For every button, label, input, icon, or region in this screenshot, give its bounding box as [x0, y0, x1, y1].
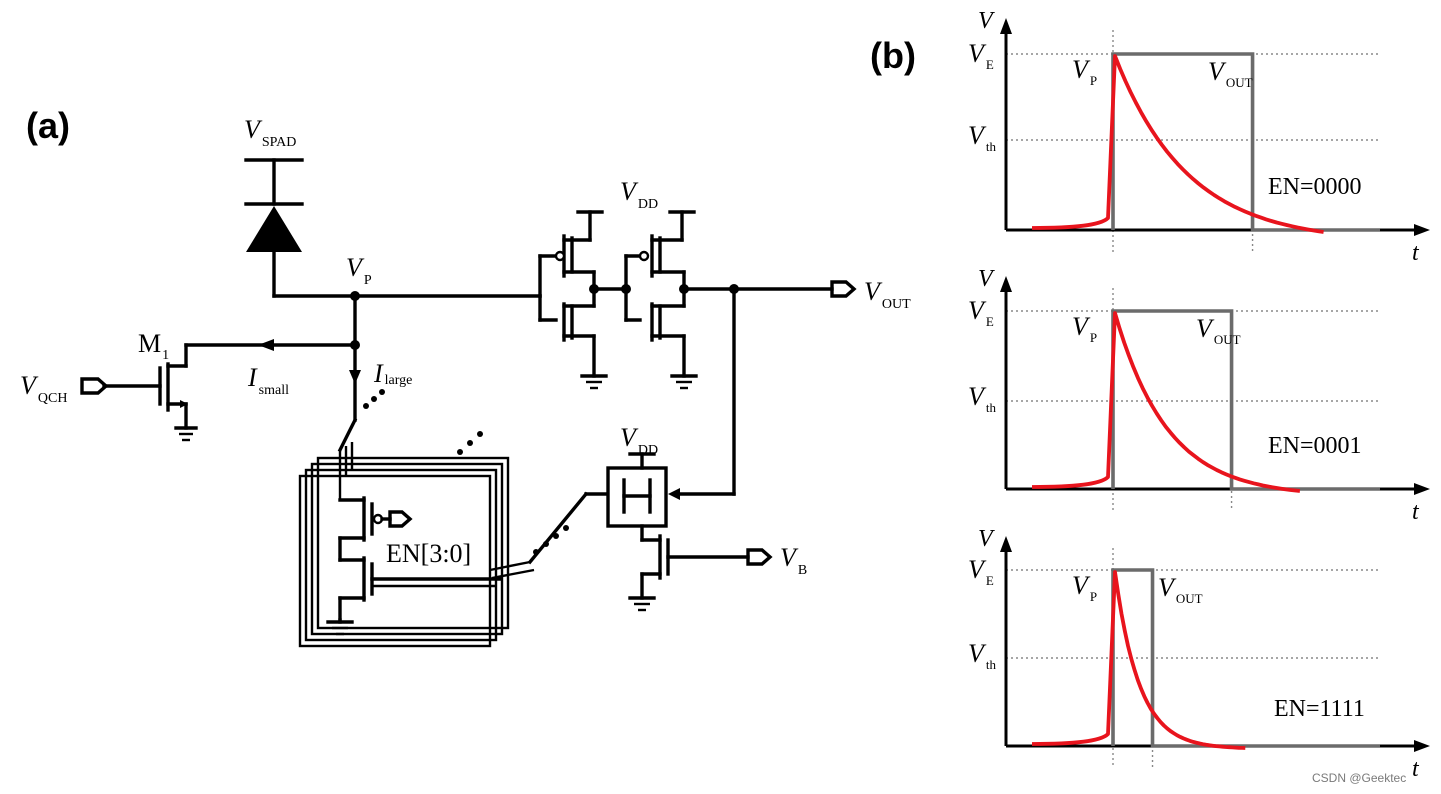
axis-v-label: V: [978, 526, 995, 552]
vp-trace: [1031, 54, 1324, 234]
label-en-bus: EN[3:0]: [386, 539, 471, 568]
spad-diode: [244, 158, 304, 298]
vout-trace: [1111, 309, 1380, 491]
time-axis-arrow: [1414, 483, 1430, 495]
axis-t-label: t: [1412, 499, 1420, 525]
axis-v-label: V: [978, 266, 995, 292]
inverter-2: [592, 210, 698, 390]
axis-t-label: t: [1412, 240, 1420, 266]
en-setting-label: EN=0000: [1268, 174, 1362, 200]
panel-label-a: (a): [26, 105, 70, 146]
label-m1: M1: [138, 329, 169, 363]
axis-v-label: V: [978, 8, 995, 34]
voltage-axis-arrow: [1000, 536, 1012, 552]
time-axis-arrow: [1414, 224, 1430, 236]
voltage-axis-arrow: [1000, 276, 1012, 292]
en-setting-label: EN=0001: [1268, 433, 1362, 459]
vp-trace: [1031, 311, 1301, 493]
voltage-axis-arrow: [1000, 18, 1012, 34]
axis-t-label: t: [1412, 756, 1420, 782]
inverter-1: [538, 210, 608, 390]
transistor-m1: M1: [102, 329, 198, 442]
vp-trace: [1031, 570, 1246, 750]
switch-bank: EN[3:0]: [298, 417, 510, 648]
panel-label-b: (b): [870, 35, 916, 76]
en-setting-label: EN=1111: [1274, 696, 1365, 722]
time-axis-arrow: [1414, 740, 1430, 752]
watermark: CSDN @Geektec: [1312, 771, 1406, 785]
